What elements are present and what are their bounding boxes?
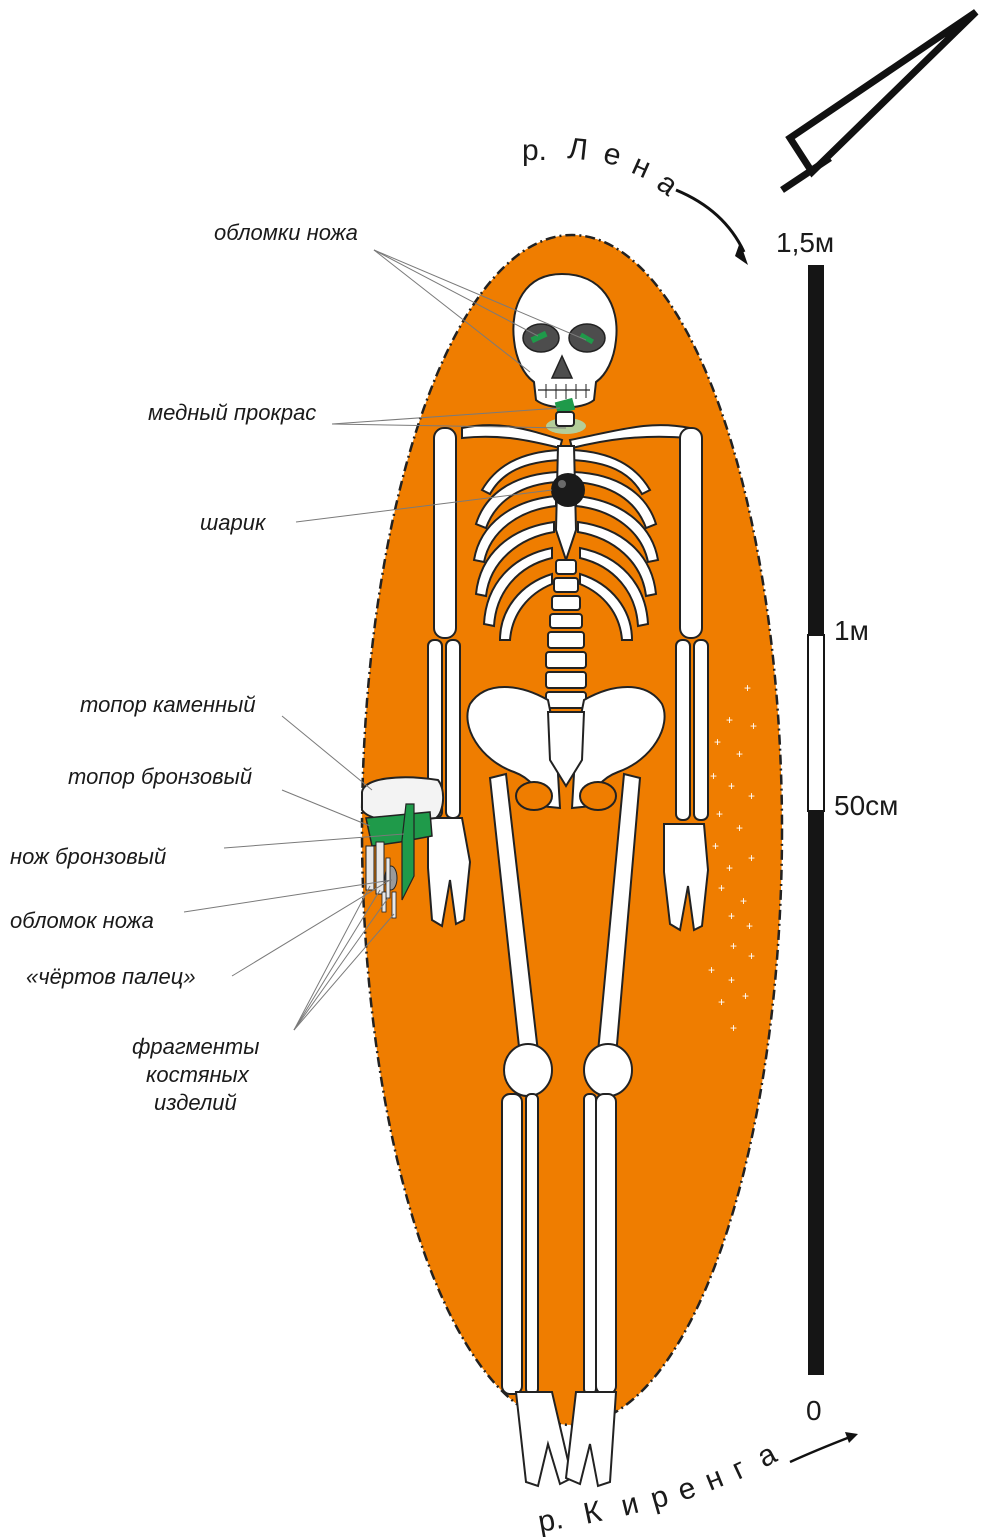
svg-text:е: е [674, 1471, 701, 1508]
svg-text:+: + [708, 963, 715, 977]
svg-text:+: + [730, 1021, 737, 1035]
svg-text:+: + [728, 779, 735, 793]
svg-text:+: + [742, 989, 749, 1003]
svg-text:+: + [750, 719, 757, 733]
scale-bar: 1,5м 1м 50см 0 [776, 227, 898, 1426]
label-bronze-knife: нож бронзовый [10, 844, 166, 869]
svg-text:+: + [728, 909, 735, 923]
svg-text:+: + [718, 881, 725, 895]
svg-text:г: г [727, 1452, 751, 1487]
svg-text:+: + [748, 949, 755, 963]
scale-label-1m: 1м [834, 615, 869, 646]
svg-text:+: + [718, 995, 725, 1009]
annotations: обломки ножа медный прокрас шарик топор … [10, 220, 358, 1115]
svg-text:+: + [712, 839, 719, 853]
svg-text:+: + [728, 973, 735, 987]
label-bone-fragments-1: фрагменты [132, 1034, 259, 1059]
svg-text:р: р [647, 1479, 672, 1515]
svg-text:+: + [746, 919, 753, 933]
river-kirenga-flow-arrow-icon [790, 1432, 858, 1462]
river-lena-flow-arrow-icon [676, 190, 748, 265]
river-lena-label: р. Л е н а [522, 132, 684, 203]
label-devils-finger: «чёртов палец» [26, 964, 196, 989]
svg-text:н: н [700, 1461, 728, 1498]
svg-text:+: + [748, 851, 755, 865]
svg-text:+: + [736, 821, 743, 835]
svg-text:и: и [618, 1487, 642, 1523]
label-knife-fragment: обломок ножа [10, 908, 154, 933]
scale-label-50cm: 50см [834, 790, 898, 821]
svg-text:Л: Л [566, 132, 589, 167]
svg-text:+: + [726, 713, 733, 727]
scale-label-top: 1,5м [776, 227, 834, 258]
svg-text:р.: р. [535, 1502, 565, 1537]
svg-text:+: + [740, 894, 747, 908]
label-ball: шарик [200, 510, 267, 535]
svg-text:+: + [748, 789, 755, 803]
svg-text:а: а [651, 166, 684, 203]
svg-text:+: + [716, 807, 723, 821]
svg-text:р.: р. [522, 134, 547, 167]
label-bronze-axe: топор бронзовый [68, 764, 252, 789]
north-arrow-icon [782, 12, 976, 190]
label-bone-fragments-2: костяных [146, 1062, 250, 1087]
label-stone-axe: топор каменный [80, 692, 256, 717]
svg-text:+: + [730, 939, 737, 953]
svg-text:+: + [736, 747, 743, 761]
svg-text:+: + [714, 735, 721, 749]
svg-text:+: + [744, 681, 751, 695]
ball [551, 473, 585, 507]
svg-text:+: + [710, 769, 717, 783]
label-copper-stain: медный прокрас [148, 400, 316, 425]
svg-text:+: + [726, 861, 733, 875]
svg-text:н: н [627, 148, 656, 185]
svg-text:К: К [581, 1495, 605, 1531]
svg-text:е: е [600, 137, 624, 173]
label-knife-fragments: обломки ножа [214, 220, 358, 245]
scale-label-zero: 0 [806, 1395, 822, 1426]
label-bone-fragments-3: изделий [154, 1090, 237, 1115]
svg-text:а: а [752, 1437, 783, 1474]
